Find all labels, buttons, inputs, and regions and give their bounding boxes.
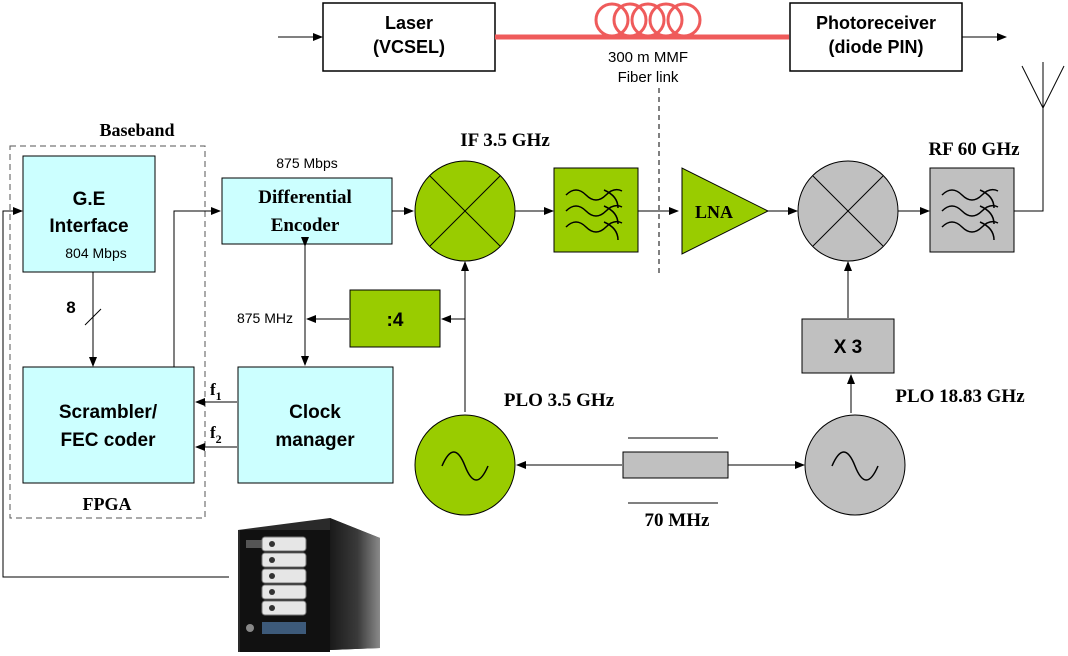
- lna-amplifier-icon: [681, 167, 770, 255]
- ge-interface-label: Interface: [49, 216, 128, 237]
- photoreceiver-label: Photoreceiver: [816, 13, 936, 33]
- if-freq-label: IF 3.5 GHz: [460, 130, 550, 151]
- ref-freq-label: 70 MHz: [645, 510, 710, 531]
- bus-slash: [84, 308, 102, 326]
- fpga-boundary: [9, 145, 206, 519]
- fiber-length-label: 300 m MMF: [608, 49, 688, 66]
- antenna-feed: [1014, 62, 1044, 212]
- server-to-ge-line: [2, 207, 229, 578]
- divider-label: :4: [387, 310, 404, 331]
- encoder-label-line2: Encoder: [271, 215, 340, 236]
- rf-freq-label: RF 60 GHz: [928, 139, 1020, 160]
- frequency-multiplier-box: [801, 318, 895, 374]
- rf-bandpass-filter-icon: [929, 167, 1015, 253]
- f1-label: f1: [210, 380, 222, 403]
- plo-if-label: PLO 3.5 GHz: [504, 390, 615, 411]
- laser-label: Laser: [385, 13, 433, 33]
- fpga-label: FPGA: [83, 494, 132, 514]
- if-bandpass-filter-icon: [553, 167, 639, 253]
- scrambler-to-encoder-line: [173, 207, 221, 367]
- reference-oscillator-box: [622, 451, 729, 479]
- photoreceiver-type-label: (diode PIN): [829, 37, 924, 57]
- encoder-rate-label: 875 Mbps: [276, 155, 337, 171]
- if-mixer-icon: [414, 160, 516, 262]
- plo-if-oscillator-icon: [414, 414, 516, 516]
- f2-label: f2: [210, 423, 222, 446]
- lna-label: LNA: [695, 202, 733, 222]
- ge-rate-label: 804 Mbps: [65, 245, 126, 261]
- fpga-section: Baseband FPGA G.E Interface 804 Mbps 8 S…: [9, 120, 206, 519]
- fec-coder-label: FEC coder: [60, 430, 156, 451]
- nas-server-icon: [238, 518, 380, 652]
- optical-link: Laser (VCSEL) 300 m MMF Fiber link Photo…: [278, 2, 1007, 275]
- multiplier-label: X 3: [834, 337, 863, 358]
- rf-mixer-icon: [797, 160, 899, 262]
- plo-rf-oscillator-icon: [804, 414, 906, 516]
- differential-encoder-box: [221, 177, 393, 245]
- scrambler-fec-box: [22, 366, 195, 484]
- divider-box: [349, 289, 441, 348]
- clock-freq-label: 875 MHz: [237, 310, 293, 326]
- photoreceiver-box: [789, 2, 963, 72]
- clock-label-line1: Clock: [289, 402, 341, 423]
- antenna-icon: [1021, 62, 1065, 109]
- fiber-coil-icon: [594, 2, 702, 38]
- bus-width-label: 8: [66, 298, 75, 317]
- laser-type-label: (VCSEL): [373, 37, 445, 57]
- clock-label-line2: manager: [275, 430, 355, 451]
- ge-interface-box: [22, 155, 156, 273]
- ge-label: G.E: [73, 189, 106, 210]
- clock-manager-box: [237, 366, 394, 484]
- baseband-label: Baseband: [99, 120, 174, 140]
- fiber-link-label: Fiber link: [618, 69, 679, 86]
- plo-rf-label: PLO 18.83 GHz: [895, 386, 1025, 407]
- encoder-label-line1: Differential: [258, 187, 352, 208]
- scrambler-label: Scrambler/: [59, 402, 158, 423]
